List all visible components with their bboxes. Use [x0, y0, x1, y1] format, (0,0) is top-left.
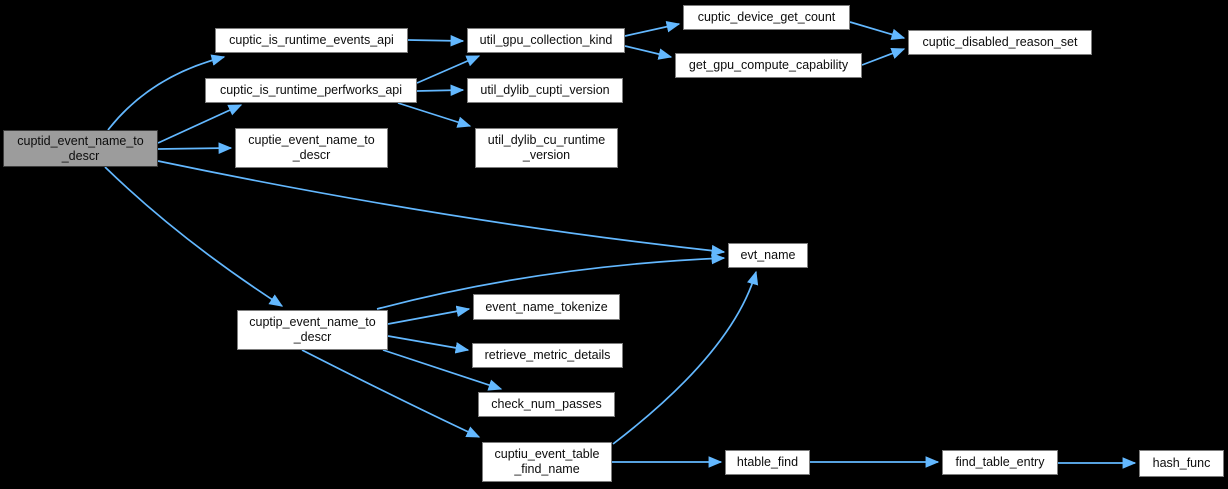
- edge-compute-cap-to-disabled: [861, 48, 906, 66]
- node-event-name-tokenize[interactable]: event_name_tokenize: [473, 294, 620, 320]
- node-cuptic-is-runtime-perfworks-api[interactable]: cuptic_is_runtime_perfworks_api: [205, 78, 417, 103]
- node-util-gpu-collection-kind[interactable]: util_gpu_collection_kind: [467, 28, 625, 53]
- edge-events-api-to-util-gpu: [407, 34, 465, 47]
- edge-cuptip-to-check-num-passes: [382, 349, 503, 391]
- node-label: get_gpu_compute_capability: [688, 58, 849, 72]
- node-label: find_table_entry: [955, 455, 1045, 469]
- node-cuptic-is-runtime-events-api[interactable]: cuptic_is_runtime_events_api: [215, 28, 408, 53]
- node-label: cuptic_device_get_count: [697, 10, 836, 24]
- edge-util-gpu-to-compute-cap: [624, 45, 673, 60]
- node-util-dylib-cupti-version[interactable]: util_dylib_cupti_version: [467, 78, 623, 103]
- edge-util-gpu-to-device-count: [624, 21, 681, 37]
- node-label: cuptic_disabled_reason_set: [922, 35, 1078, 49]
- node-label: util_gpu_collection_kind: [479, 33, 613, 47]
- node-get-gpu-compute-capability[interactable]: get_gpu_compute_capability: [675, 53, 862, 78]
- edge-cuptip-to-tokenize: [387, 305, 471, 325]
- node-cuptic-device-get-count[interactable]: cuptic_device_get_count: [683, 5, 850, 30]
- node-util-dylib-cu-runtime-version[interactable]: util_dylib_cu_runtime _version: [475, 128, 618, 168]
- node-cuptiu-event-table-find-name[interactable]: cuptiu_event_table _find_name: [482, 442, 612, 482]
- node-cuptie-event-name-to-descr[interactable]: cuptie_event_name_to _descr: [235, 128, 388, 168]
- node-label: cuptiu_event_table _find_name: [494, 447, 600, 476]
- node-label: hash_func: [1152, 456, 1211, 470]
- node-find-table-entry[interactable]: find_table_entry: [942, 450, 1058, 475]
- node-label: htable_find: [736, 455, 799, 469]
- node-check-num-passes[interactable]: check_num_passes: [478, 392, 615, 417]
- node-label: cuptic_is_runtime_events_api: [229, 33, 394, 47]
- node-label: cuptie_event_name_to _descr: [248, 133, 375, 162]
- edge-perfworks-to-cupti-version: [416, 84, 465, 97]
- node-label: util_dylib_cupti_version: [480, 83, 610, 97]
- edge-perfworks-to-util-gpu: [416, 55, 481, 84]
- edge-cuptip-to-cuptiu-table: [301, 349, 481, 438]
- node-cuptip-event-name-to-descr[interactable]: cuptip_event_name_to _descr: [237, 310, 388, 350]
- node-label: event_name_tokenize: [485, 299, 608, 314]
- edge-cuptid-to-evt-name: [157, 160, 726, 257]
- edge-cuptid-to-cuptie: [157, 142, 233, 154]
- node-label: evt_name: [740, 248, 796, 262]
- edge-cuptip-to-evt-name: [376, 252, 726, 310]
- node-label: cuptip_event_name_to _descr: [249, 315, 376, 344]
- node-label: util_dylib_cu_runtime _version: [487, 133, 606, 162]
- node-label: cuptid_event_name_to _descr: [17, 133, 144, 163]
- edge-cuptid-to-cuptip: [104, 166, 284, 307]
- node-label: check_num_passes: [491, 397, 602, 411]
- node-label: cuptic_is_runtime_perfworks_api: [219, 83, 403, 97]
- node-hash-func[interactable]: hash_func: [1139, 450, 1224, 477]
- edge-device-count-to-disabled: [849, 21, 906, 41]
- node-retrieve-metric-details[interactable]: retrieve_metric_details: [472, 343, 623, 368]
- edge-cuptid-to-perfworks-api: [157, 104, 243, 144]
- edge-perfworks-to-cu-runtime: [397, 102, 472, 128]
- edge-cuptid-to-events-api: [107, 54, 226, 131]
- node-label: retrieve_metric_details: [484, 348, 611, 362]
- node-cuptic-disabled-reason-set[interactable]: cuptic_disabled_reason_set: [908, 30, 1092, 55]
- edge-cuptip-to-retrieve-metric: [387, 335, 470, 354]
- node-cuptid-event-name-to-descr[interactable]: cuptid_event_name_to _descr: [3, 130, 158, 167]
- node-htable-find[interactable]: htable_find: [725, 450, 810, 475]
- node-evt-name[interactable]: evt_name: [728, 243, 808, 268]
- edge-cuptiu-to-evt-name: [612, 270, 759, 445]
